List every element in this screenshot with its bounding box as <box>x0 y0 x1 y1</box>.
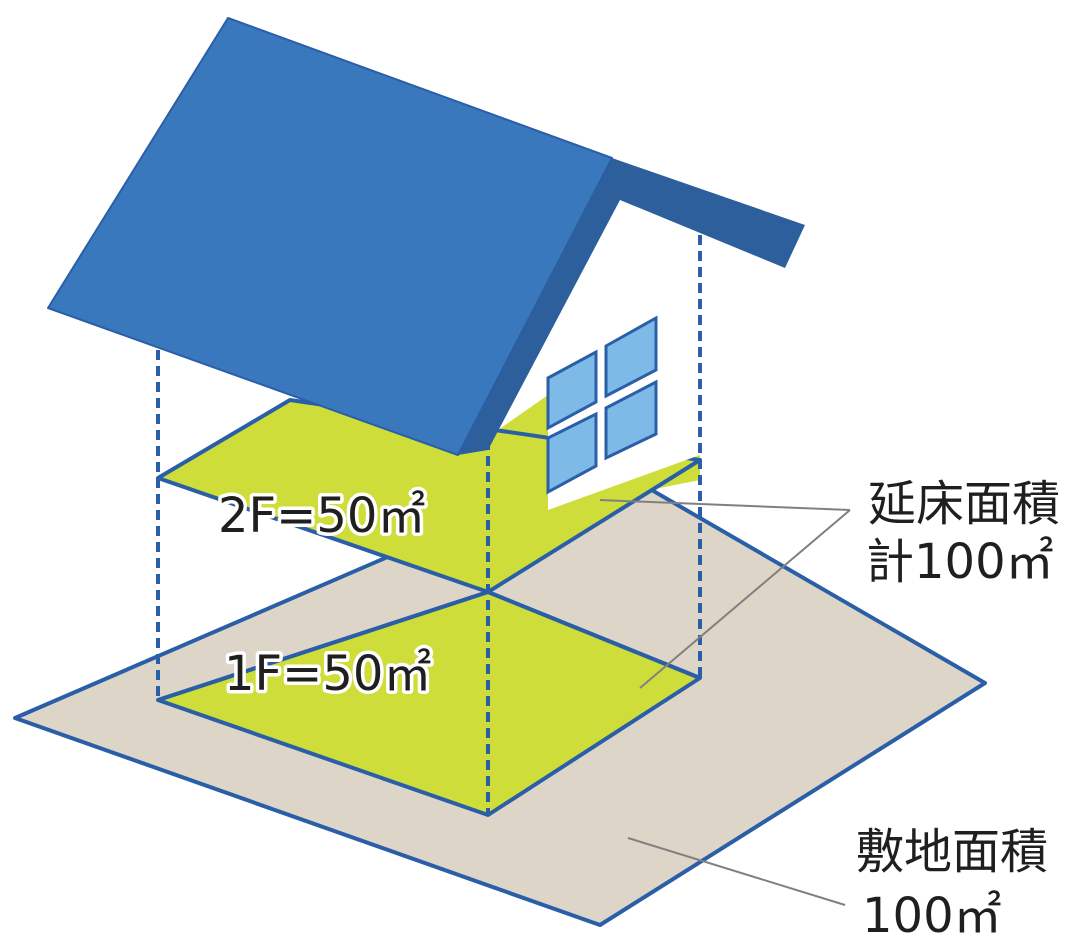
wall-edges <box>156 235 702 815</box>
site-area-value: 100㎡ <box>862 888 1002 944</box>
window-pane-2 <box>604 315 658 399</box>
leader-lines <box>599 499 851 906</box>
site-area-title: 敷地面積 <box>856 824 1048 880</box>
total-floor-area-value: 計100㎡ <box>866 534 1054 590</box>
window-pane-4 <box>604 379 658 461</box>
leader-total-to-1f <box>639 509 851 689</box>
floor-1f-label: 1F=50㎡ <box>224 646 431 702</box>
roof-edge <box>458 158 805 455</box>
floor-2f-label: 2F=50㎡ <box>218 488 425 544</box>
floor-1f-inner-line <box>157 590 489 702</box>
leader-site <box>627 837 846 906</box>
leader-total-to-2f <box>599 499 851 511</box>
total-floor-area-title: 延床面積 <box>868 476 1060 532</box>
window-pane-3 <box>546 411 598 495</box>
window-pane-1 <box>546 349 598 431</box>
floor-1f-inner-line-2 <box>487 590 701 680</box>
window <box>546 315 658 495</box>
